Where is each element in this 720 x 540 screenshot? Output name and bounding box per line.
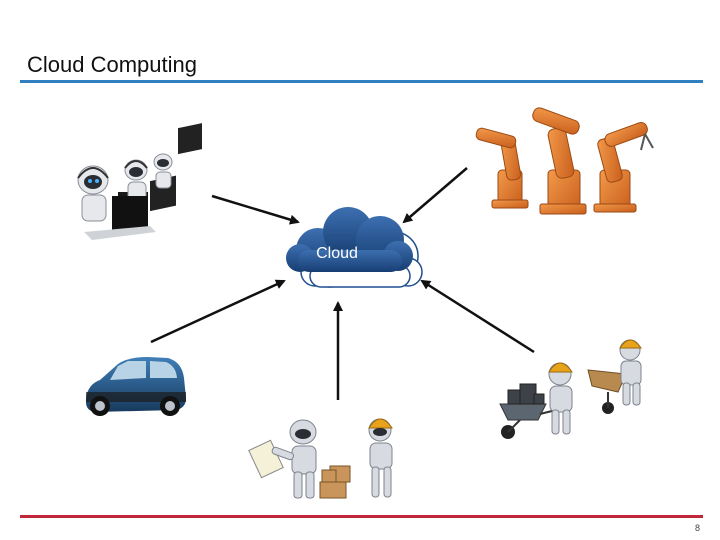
footer-rule xyxy=(20,515,703,518)
arrow-car-to-cloud xyxy=(150,279,286,344)
arrow-callcenter-to-cloud xyxy=(211,194,300,225)
industrial-robot-arms-icon xyxy=(475,107,648,215)
robot-call-center-icon xyxy=(77,123,202,240)
robot-wheelbarrow-icon xyxy=(499,339,642,439)
arrow-wheelbarrow-to-cloud xyxy=(420,279,535,354)
slide-title: Cloud Computing xyxy=(27,52,197,77)
cloud-icon xyxy=(286,207,423,288)
car-icon xyxy=(86,357,186,416)
gripper-icon xyxy=(640,133,654,151)
title-rule xyxy=(20,80,703,83)
page-number: 8 xyxy=(695,523,701,533)
robot-workers-boxes-icon xyxy=(248,418,393,499)
arrow-robotarms-to-cloud xyxy=(402,167,468,224)
cloud-label: Cloud xyxy=(316,245,358,262)
